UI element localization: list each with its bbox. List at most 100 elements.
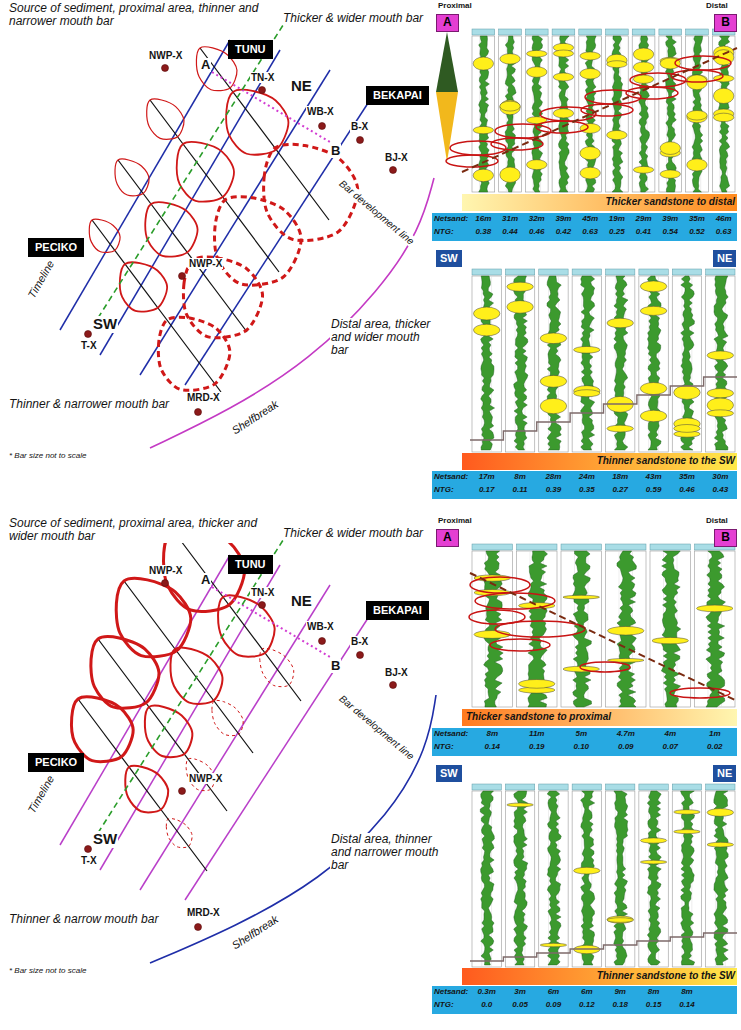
well-name: NWP-X [188,258,223,269]
table-cell: 28m [537,473,570,482]
well-dot [179,273,186,280]
node-text: PECIKO [35,241,77,254]
node-text: B [721,16,730,30]
well-dot [357,137,364,144]
table-cell: 43m [637,473,670,482]
mouth-bar-lobe [72,697,134,762]
log-track [606,791,635,967]
log-header [606,784,635,790]
table-cell: 0.10 [559,743,604,752]
log-header [472,544,513,550]
sand-body-outline [536,121,588,133]
gamma-ray-curve [647,276,661,450]
table-cell: 0.14 [470,743,515,752]
log-header [525,29,548,35]
table-cell: 0.63 [710,228,737,237]
table-cell: 0.54 [657,228,684,237]
trend-arrow-up [436,32,458,92]
mouth-bar-lobe [120,262,167,311]
section-end-label: B [330,144,341,158]
dip-line [98,639,227,811]
sand-body-outline [495,621,585,637]
field-name-box: BEKAPAI [366,601,429,620]
log-header [706,269,735,275]
log-track [525,36,548,192]
log-header [539,784,568,790]
well-name: T-X [80,340,98,351]
mouth-bar-lobe [147,99,184,139]
sand-interval [500,167,520,182]
section-line-sw-ne [98,22,285,318]
log-header [672,269,701,275]
well-dot [195,924,202,931]
trend-bar [462,453,737,470]
gamma-ray-curve [481,276,495,450]
sand-interval [607,318,633,328]
scale-note: * Bar size not to scale [8,452,87,461]
log-header [606,269,635,275]
line-label: Timeline [25,257,57,301]
table-cell: 0.38 [470,228,497,237]
table-cell: 0.46 [523,228,550,237]
sand-interval [633,166,653,173]
log-header [561,544,602,550]
sand-interval [607,916,633,923]
netsand-strip [432,213,737,241]
sand-interval [473,126,493,133]
sand-interval [473,307,499,320]
mouth-bar-lobe [166,818,192,847]
log-track [472,36,495,192]
table-cell: 4m [648,730,693,739]
table-cell: 0.46 [670,486,703,495]
well-name: WB-X [306,106,335,117]
map-note: Source of sediment, proximal area, thick… [8,517,260,543]
gamma-ray-curve [706,551,726,707]
log-header [472,784,501,790]
sand-interval [473,324,499,336]
well-dot [85,331,92,338]
section-end-label: NE [290,78,313,95]
sand-interval [660,142,680,155]
line-label: Shelfbreak [229,912,281,952]
sand-interval [553,109,573,118]
log-track [505,276,534,452]
dip-line [200,48,329,220]
well-name: TN-X [250,72,275,83]
section-end-box: A [436,14,459,32]
sand-interval [674,425,700,433]
table-cell: 18m [604,473,637,482]
node-text: A [443,531,452,545]
trend-text: Thicker sandstone to distal [537,196,735,207]
well-dot [195,409,202,416]
sand-interval [707,842,733,847]
sand-body-outline [470,577,530,593]
table-cell: 0.59 [637,486,670,495]
table-cell: 0.15 [637,1001,670,1010]
table-cell: 0.05 [503,1001,536,1010]
timeline-line [60,40,230,330]
table-cell: 0.17 [470,486,503,495]
table-header: Netsand: [434,730,468,739]
sand-interval [707,389,733,398]
table-header: NTG: [434,1001,454,1010]
trend-text: Thinner sandstone to the SW [537,455,735,466]
table-cell: 30m [704,473,737,482]
node-text: NE [717,252,732,265]
well-name: NWP-X [188,773,223,784]
section-end-label: B [330,659,341,673]
log-track [639,276,668,452]
line-label: Bar development line [336,177,417,247]
sand-interval [707,410,733,417]
sand-interval [527,160,547,170]
table-cell: 3m [503,988,536,997]
table-cell: 1m [693,730,738,739]
table-header: NTG: [434,486,454,495]
well-name: WB-X [306,621,335,632]
gamma-ray-curve [480,791,494,965]
sand-interval [633,48,653,61]
log-grid [588,551,589,707]
mouth-bar-lobe [158,317,230,390]
log-header [639,269,668,275]
log-track [561,551,602,707]
sand-interval [640,281,666,292]
